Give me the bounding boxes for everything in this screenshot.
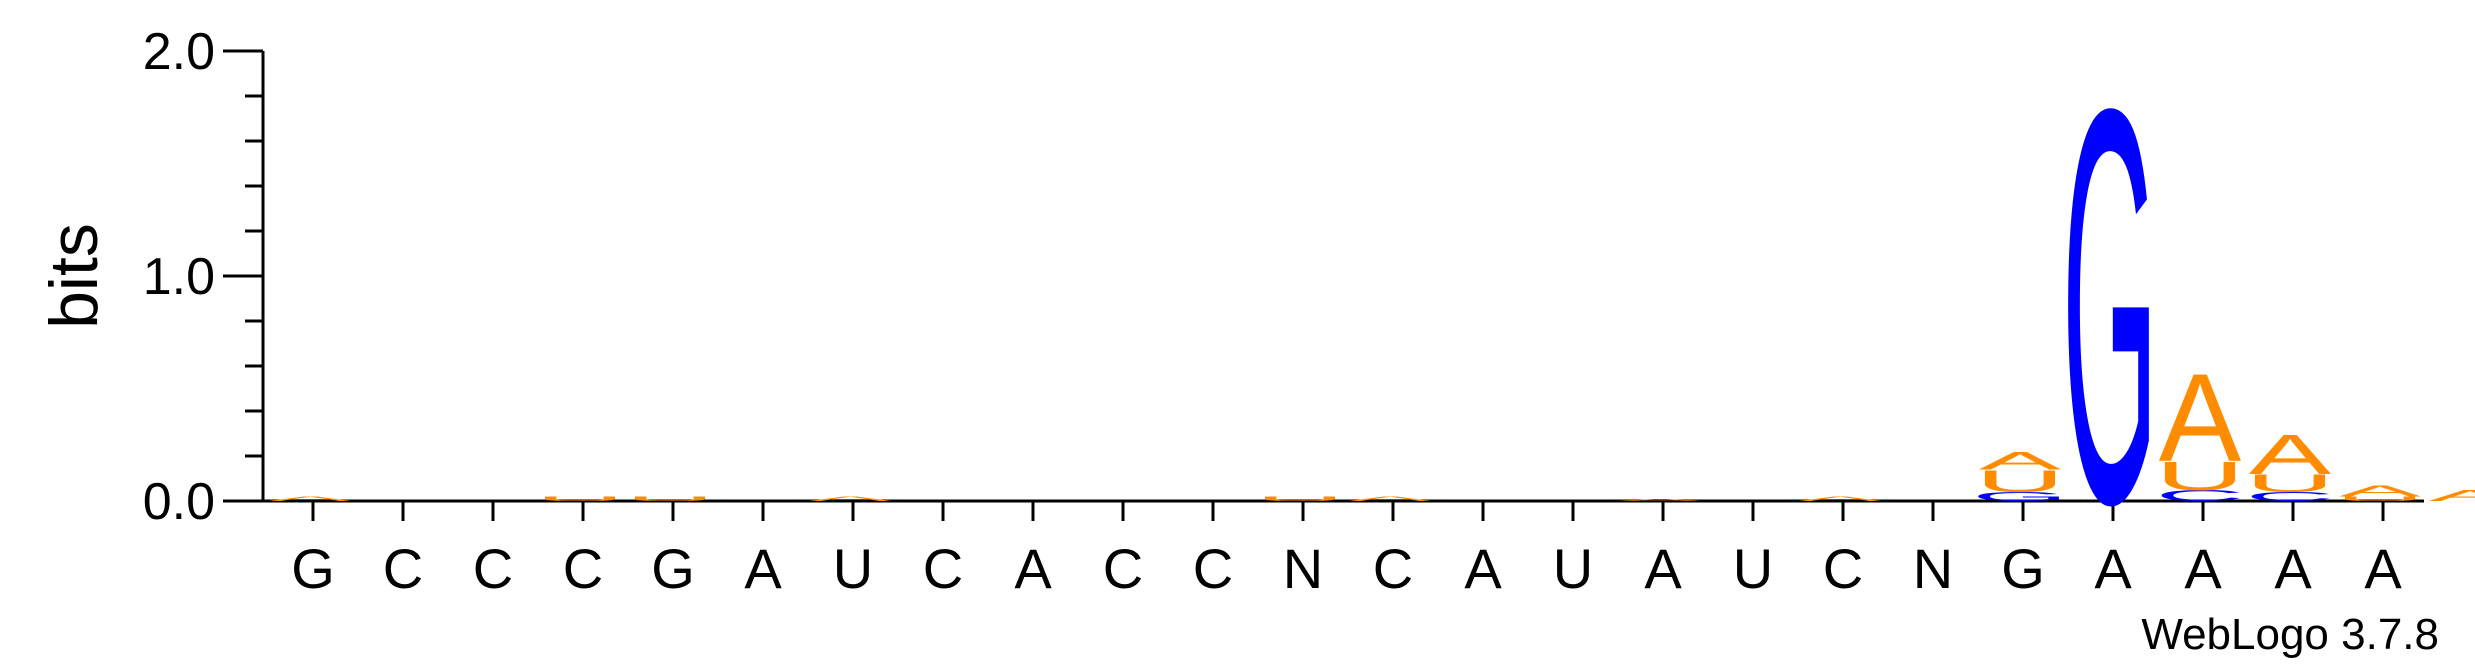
- weblogo-credit: WebLogo 3.7.8: [2141, 610, 2439, 659]
- logo-letter-C: C: [2155, 487, 2244, 505]
- logo-letter-U: U: [2335, 495, 2424, 502]
- x-tick-label: C: [1193, 537, 1233, 600]
- y-axis-label: bits: [36, 223, 112, 329]
- letter-stacks: AUUAUAAAGUAGCUACUAUAA: [269, 0, 2475, 621]
- x-tick-label: A: [744, 537, 782, 600]
- x-tick-label: A: [2364, 537, 2402, 600]
- x-tick-label: A: [2274, 537, 2312, 600]
- x-tick-label: G: [651, 537, 695, 600]
- logo-letter-A: A: [2249, 424, 2331, 487]
- logo-letter-A: A: [1619, 498, 1702, 502]
- logo-letter-C: C: [2245, 490, 2334, 504]
- y-tick-label: 1.0: [143, 248, 215, 306]
- logo-letter-A: A: [2339, 482, 2422, 500]
- logo-letter-G: G: [1972, 490, 2068, 504]
- logo-letter-U: U: [535, 495, 624, 502]
- logo-letter-U: U: [2155, 454, 2244, 499]
- y-tick-label: 0.0: [143, 473, 215, 531]
- x-tick-label: A: [2184, 537, 2222, 600]
- logo-letter-G: G: [2062, 0, 2158, 621]
- logo-letter-U: U: [1255, 495, 1344, 502]
- x-tick-label: A: [1014, 537, 1052, 600]
- x-tick-label: C: [1823, 537, 1863, 600]
- x-tick-label: C: [473, 537, 513, 600]
- x-tick-label: C: [383, 537, 423, 600]
- logo-letter-A: A: [2429, 487, 2475, 505]
- x-tick-label: C: [923, 537, 963, 600]
- x-tick-label: C: [1103, 537, 1143, 600]
- logo-letter-A: A: [1349, 495, 1432, 502]
- x-tick-label: A: [1464, 537, 1502, 600]
- x-tick-label: G: [2001, 537, 2045, 600]
- logo-letter-U: U: [625, 495, 714, 502]
- x-tick-label: A: [1644, 537, 1682, 600]
- x-tick-label: U: [1733, 537, 1773, 600]
- x-tick-label: U: [833, 537, 873, 600]
- axes: [223, 49, 2424, 521]
- logo-letter-A: A: [2159, 348, 2242, 488]
- logo-letter-A: A: [1799, 495, 1882, 502]
- x-tick-label: C: [563, 537, 603, 600]
- x-tick-label: G: [291, 537, 335, 600]
- logo-letter-U: U: [1975, 464, 2064, 499]
- x-tick-label: N: [1913, 537, 1953, 600]
- x-tick-label: U: [1553, 537, 1593, 600]
- logo-letter-U: U: [2245, 469, 2334, 497]
- logo-letter-A: A: [1979, 447, 2062, 475]
- x-tick-label: N: [1283, 537, 1323, 600]
- logo-letter-A: A: [269, 495, 352, 502]
- x-tick-label: A: [2094, 537, 2132, 600]
- x-tick-label: C: [1373, 537, 1413, 600]
- y-tick-label: 2.0: [143, 23, 215, 81]
- logo-letter-A: A: [809, 495, 892, 502]
